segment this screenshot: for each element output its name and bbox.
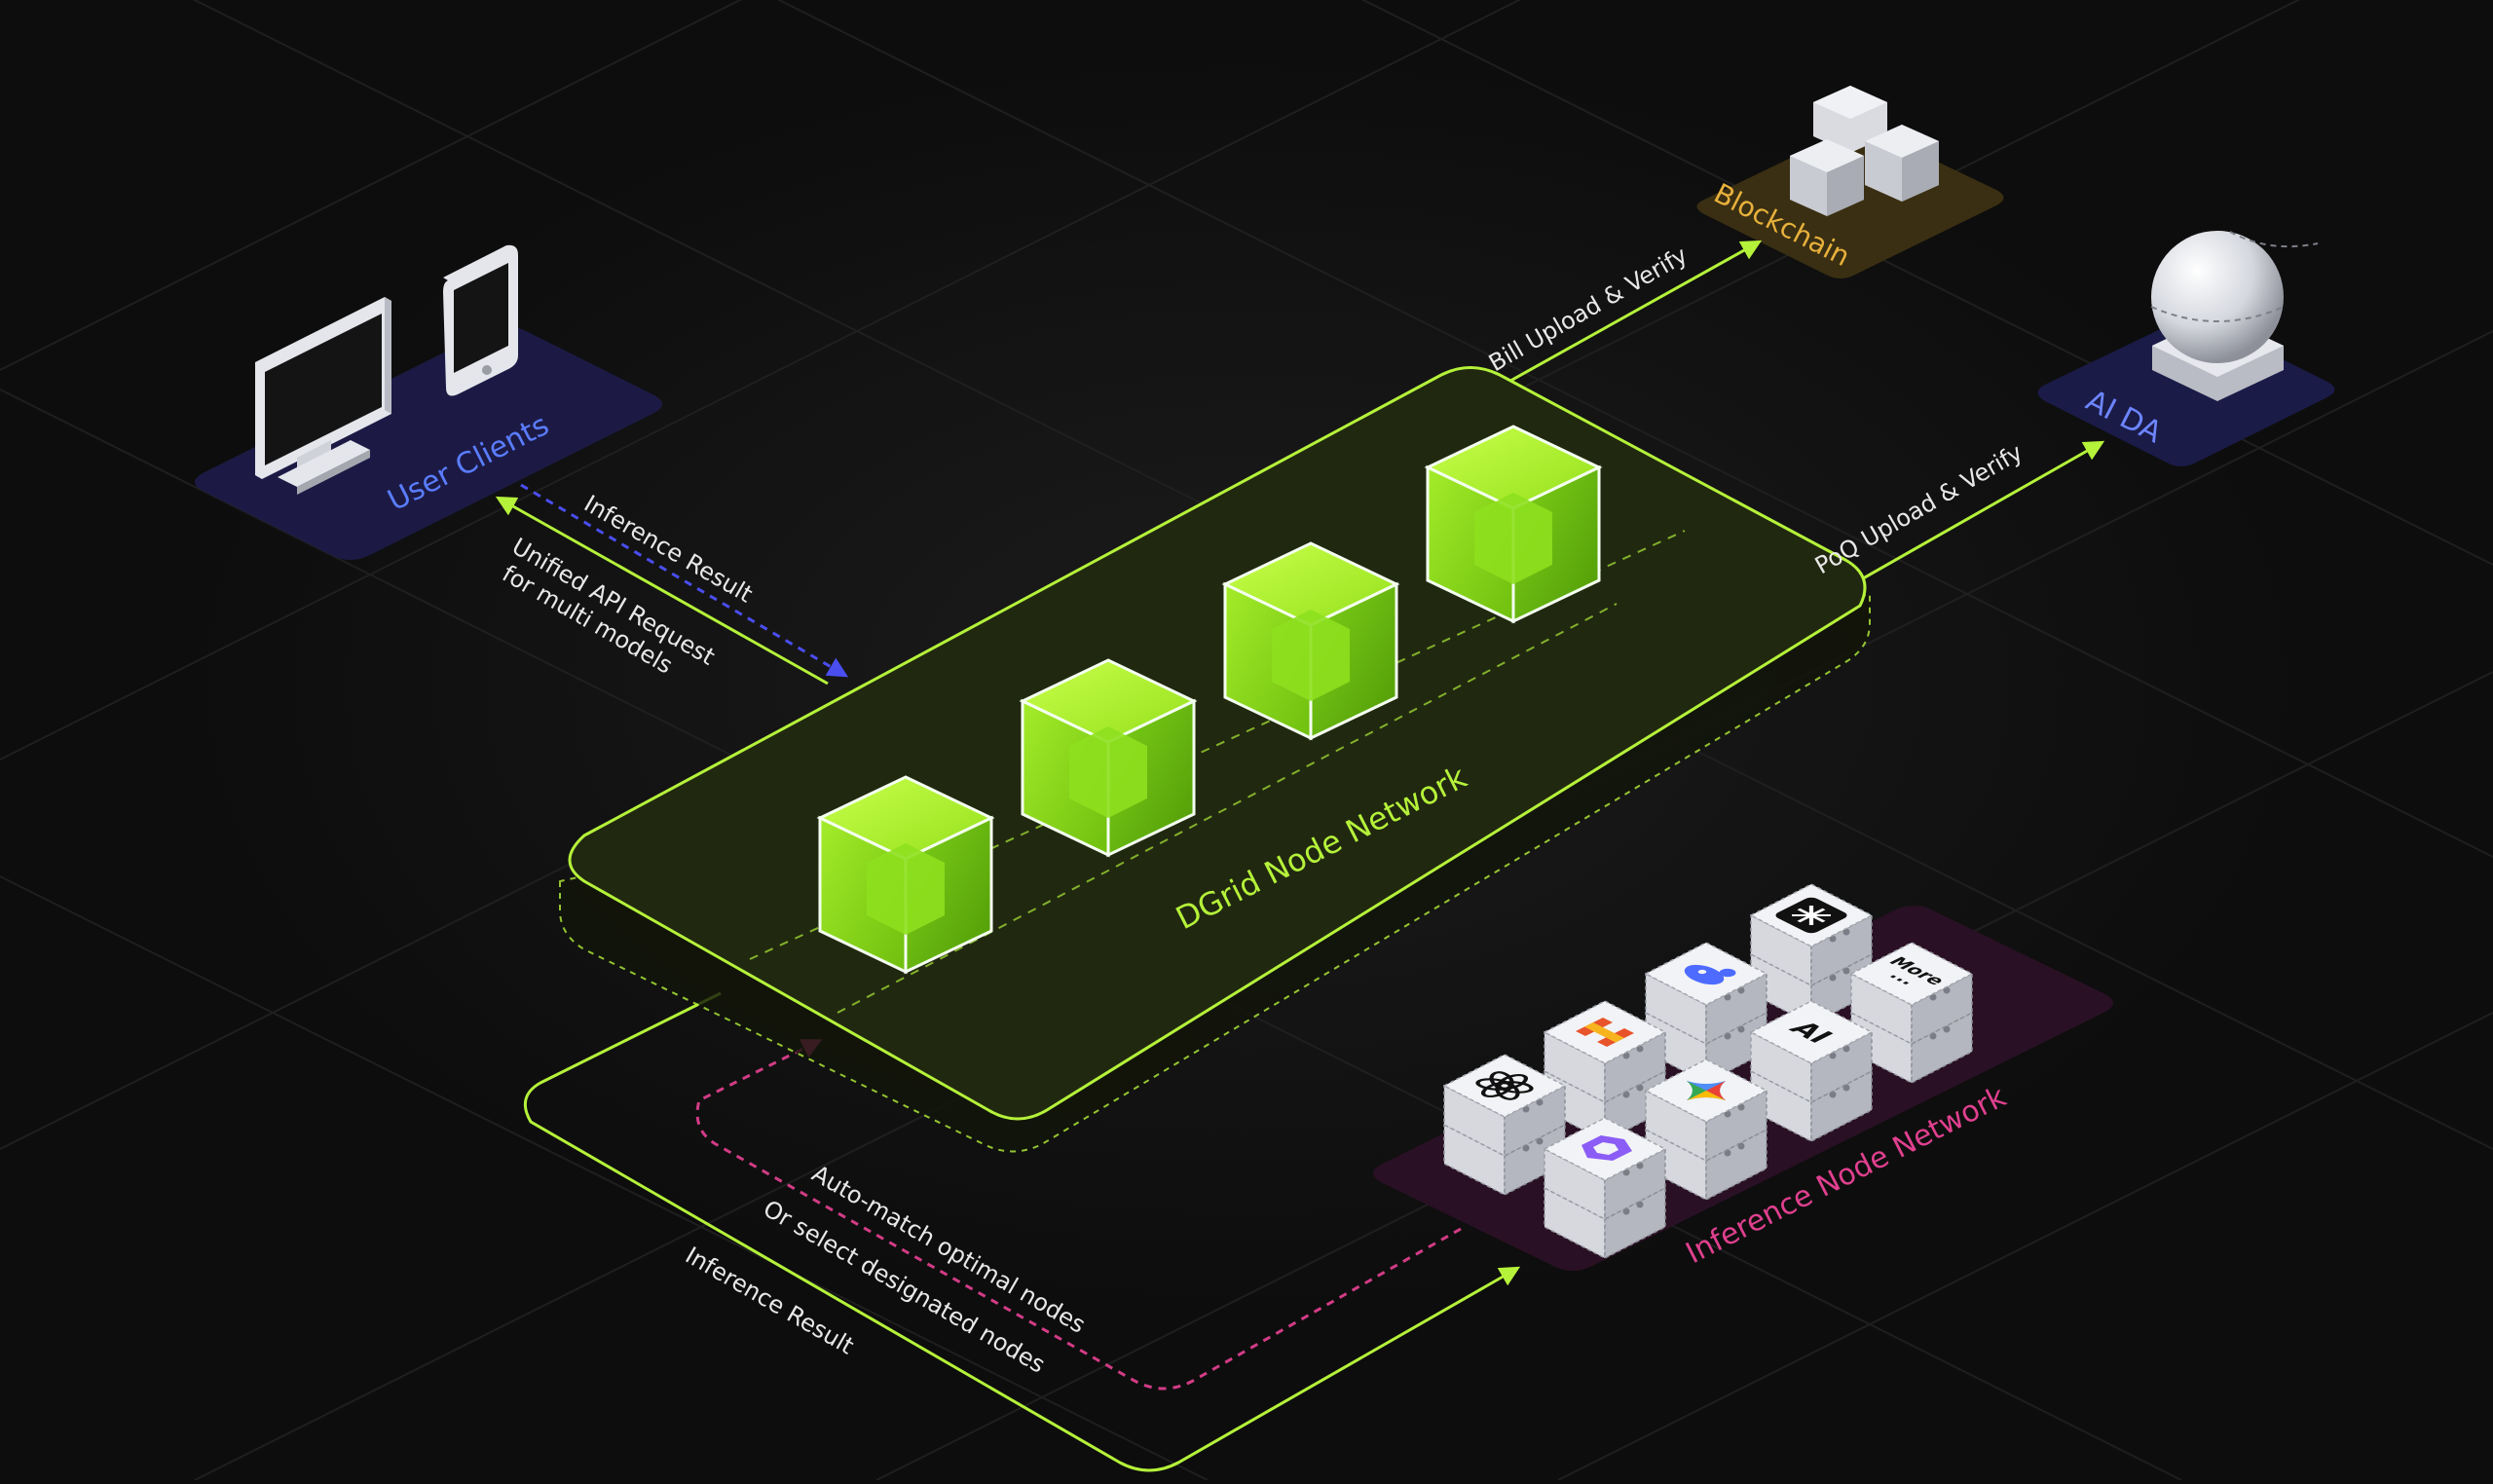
server-stack-anthropic: AI xyxy=(1749,1000,1874,1143)
sphere-icon xyxy=(2150,231,2319,401)
bill-upload-arrow xyxy=(1494,240,1763,391)
server-stack-perplexity xyxy=(1749,883,1874,1026)
inference-result-top-arrow xyxy=(520,483,849,678)
dgrid-node-cube-2 xyxy=(1019,658,1198,858)
user-clients-group: User Clients xyxy=(195,244,662,560)
dgrid-network-group: DGrid Node Network xyxy=(559,366,1871,1153)
stability-icon xyxy=(1581,1135,1632,1161)
inference-result-bottom-arrow xyxy=(523,991,1521,1472)
hugging-face-icon xyxy=(1576,1018,1634,1047)
inference-servers: More...AI xyxy=(1442,883,1974,1260)
server-stack-gemini xyxy=(1644,1058,1768,1202)
phone-icon xyxy=(443,244,518,396)
server-stack-deepseek xyxy=(1644,942,1768,1085)
blockchain-group: Blockchain xyxy=(1696,86,2004,278)
dgrid-node-cube-1 xyxy=(816,775,995,975)
hexagon-blocks-icon xyxy=(1790,86,1939,216)
deepseek-icon xyxy=(1684,964,1736,985)
ai-da-group: AI DA xyxy=(2037,231,2335,466)
dgrid-node-cube-3 xyxy=(1221,541,1400,741)
server-stack-openai xyxy=(1442,1054,1567,1197)
unified-api-arrow xyxy=(495,496,829,686)
auto-match-arrow xyxy=(695,1039,1462,1391)
dgrid-rail-2 xyxy=(837,603,1618,1014)
openai-icon xyxy=(1475,1071,1534,1100)
dgrid-node-cube-4 xyxy=(1424,425,1603,624)
user-clients-platform xyxy=(195,326,662,560)
flow-arrows xyxy=(495,240,2105,1472)
server-stack-stability xyxy=(1543,1117,1667,1260)
monitor-icon xyxy=(255,297,391,495)
perplexity-icon xyxy=(1775,897,1847,934)
poq-upload-arrow xyxy=(1835,440,2105,596)
gemini-icon xyxy=(1687,1081,1726,1100)
